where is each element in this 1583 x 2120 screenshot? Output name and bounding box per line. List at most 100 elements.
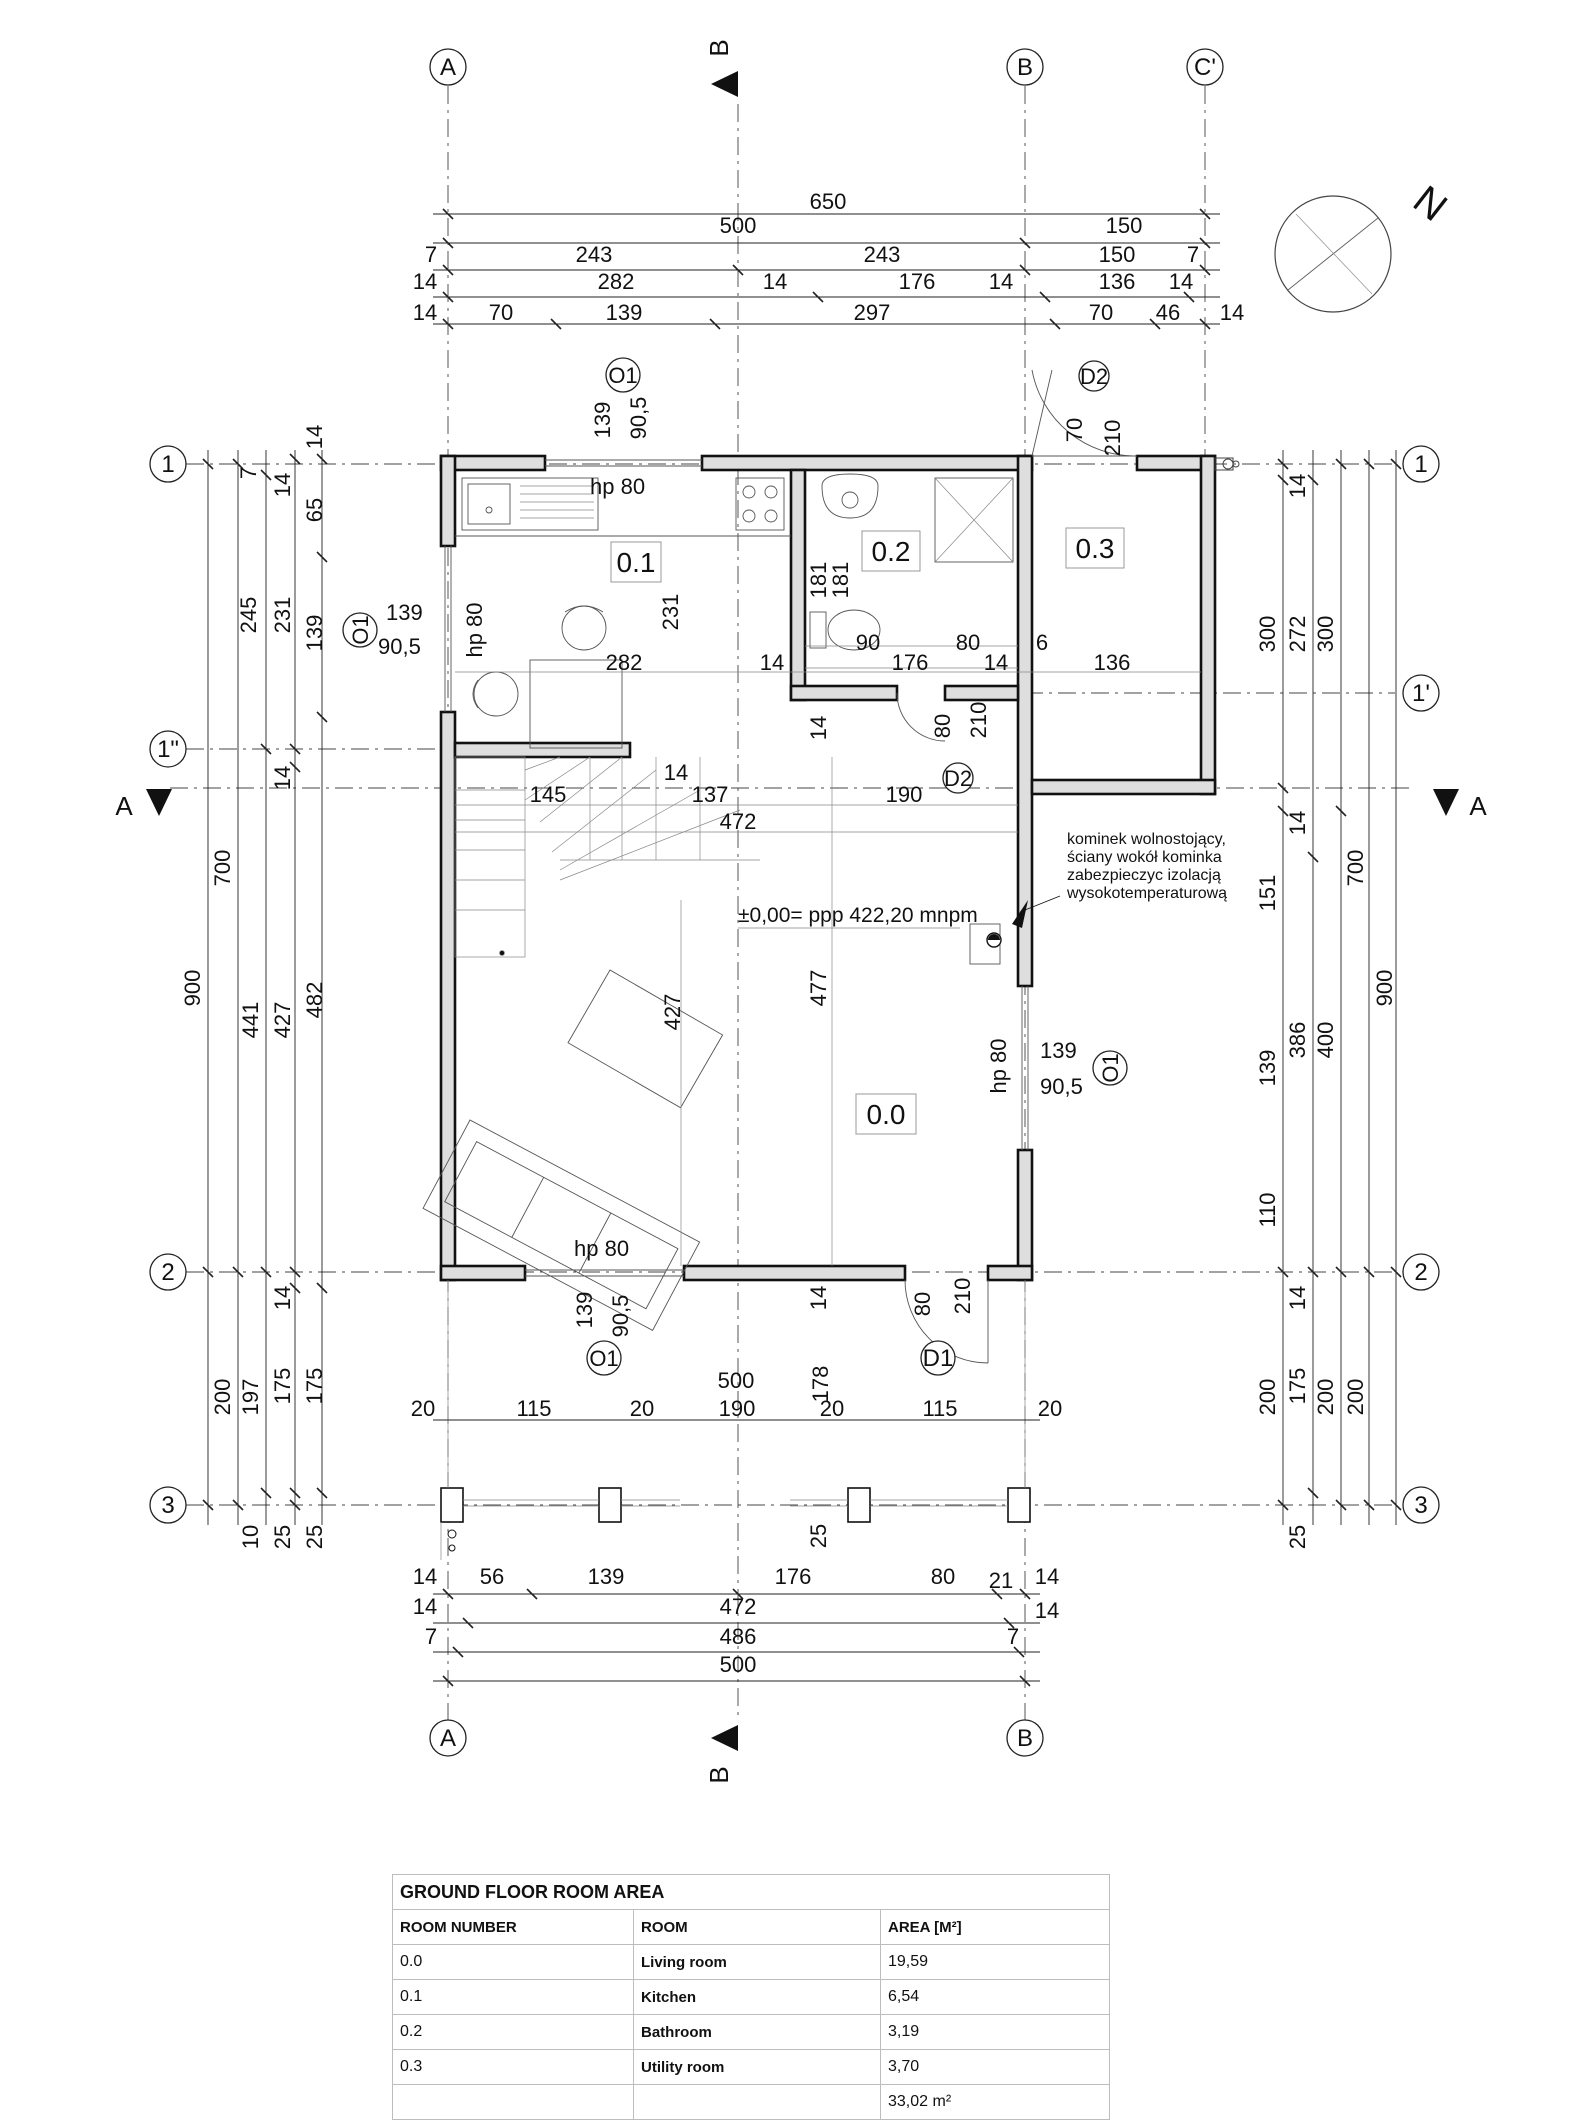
table-row: 0.1 Kitchen 6,54 bbox=[392, 1979, 1110, 2015]
room-label-0-3: 0.3 bbox=[1065, 527, 1125, 569]
axis-label: 2 bbox=[161, 1259, 174, 1286]
dim-text: 700 bbox=[1343, 850, 1368, 887]
dim-text: 272 bbox=[1285, 616, 1310, 653]
axis-label: 3 bbox=[161, 1492, 174, 1519]
hp-label: hp 80 bbox=[590, 474, 645, 499]
dim-text: 115 bbox=[922, 1396, 957, 1421]
axis-bubble-c-prime-top: C' bbox=[1186, 48, 1224, 86]
axis-bubble-2-right: 2 bbox=[1402, 1253, 1440, 1291]
section-marker-a-left: A bbox=[115, 789, 172, 821]
dim-text: 14 bbox=[664, 760, 688, 785]
label-text: O1 bbox=[1098, 1053, 1123, 1082]
dim-text: 70 bbox=[1062, 418, 1087, 442]
dim-text: 200 bbox=[1313, 1379, 1338, 1416]
dim-text: 386 bbox=[1285, 1022, 1310, 1059]
dim-text: 65 bbox=[302, 498, 327, 522]
dim-text: 20 bbox=[1038, 1396, 1062, 1421]
dim-text: 176 bbox=[892, 650, 929, 675]
label-text: O1 bbox=[348, 615, 373, 644]
opening-labels: O1 139 90,5 hp 80 O1 139 90,5 hp 80 O1 1… bbox=[342, 357, 1128, 1376]
dim-text: 115 bbox=[516, 1396, 551, 1421]
dim-text: 200 bbox=[1343, 1379, 1368, 1416]
fireplace-marker bbox=[986, 895, 1061, 948]
dim-text: 151 bbox=[1255, 875, 1280, 912]
dim-text: 14 bbox=[1285, 1286, 1310, 1310]
dim-text: 25 bbox=[1285, 1525, 1310, 1549]
dim-text: 139 bbox=[1255, 1050, 1280, 1087]
opening-tag-o1-bottom: O1 bbox=[586, 1340, 622, 1376]
dim-text: 282 bbox=[598, 269, 635, 294]
axis-bubbles: A B C' A B 1 1 1' 1" 2 2 3 3 bbox=[149, 48, 1440, 1757]
notes: ±0,00= ppp 422,20 mnpm kominek wolnostoj… bbox=[738, 831, 1227, 929]
section-label: B bbox=[704, 1766, 734, 1783]
dim-text: 472 bbox=[720, 809, 757, 834]
dim-text: 427 bbox=[660, 994, 685, 1031]
dim-text: 14 bbox=[989, 269, 1013, 294]
dim-text: 210 bbox=[1100, 420, 1125, 457]
dim-text: 900 bbox=[1372, 970, 1397, 1007]
grid-axes bbox=[170, 86, 1410, 1720]
dim-text: 20 bbox=[630, 1396, 654, 1421]
dim-text: 7 bbox=[1187, 242, 1199, 267]
north-arrow: N bbox=[1274, 178, 1455, 313]
room-label-0-0: 0.0 bbox=[855, 1093, 917, 1135]
dim-text: 14 bbox=[1220, 300, 1244, 325]
dim-text: 178 bbox=[808, 1366, 833, 1403]
axis-label: B bbox=[1017, 1725, 1033, 1752]
dim-text: 80 bbox=[930, 714, 955, 738]
dim-text: 20 bbox=[411, 1396, 435, 1421]
hp-label: hp 80 bbox=[574, 1236, 629, 1261]
kitchen-fixtures bbox=[455, 477, 791, 749]
fireplace-note-line: kominek wolnostojący, bbox=[1067, 831, 1226, 848]
label-text: D1 bbox=[923, 1345, 954, 1372]
dim-text: 200 bbox=[1255, 1379, 1280, 1416]
dim-text: 14 bbox=[1285, 811, 1310, 835]
dim-text: 10 bbox=[238, 1525, 263, 1549]
section-label: B bbox=[704, 39, 734, 56]
dim-text: 900 bbox=[180, 970, 205, 1007]
dim-text: 176 bbox=[775, 1564, 812, 1589]
dim-text: 80 bbox=[956, 630, 980, 655]
dim-text: 14 bbox=[413, 1594, 437, 1619]
total-area-cell: 33,02 m² bbox=[880, 2084, 1110, 2120]
axis-label: B bbox=[1017, 54, 1033, 81]
axis-label: 1 bbox=[1414, 451, 1427, 478]
axis-bubble-1-right: 1 bbox=[1402, 445, 1440, 483]
dim-text: 80 bbox=[910, 1292, 935, 1316]
dim-text: 20 bbox=[820, 1396, 844, 1421]
dim-text: 300 bbox=[1255, 616, 1280, 653]
section-label: A bbox=[115, 791, 133, 821]
dim-text: 650 bbox=[810, 189, 847, 214]
room-number-cell: 0.1 bbox=[392, 1979, 634, 2015]
dim-text: 90,5 bbox=[378, 634, 421, 659]
dim-text: 7 bbox=[236, 467, 261, 479]
dim-text: 139 bbox=[302, 615, 327, 652]
dim-text: 472 bbox=[720, 1594, 757, 1619]
dim-text: 90,5 bbox=[1040, 1074, 1083, 1099]
dim-text: 477 bbox=[806, 970, 831, 1007]
axis-bubble-b-bottom: B bbox=[1006, 1719, 1044, 1757]
dim-text: 175 bbox=[270, 1368, 295, 1405]
column-header: ROOM NUMBER bbox=[392, 1909, 634, 1945]
room-name-cell: Bathroom bbox=[633, 2014, 881, 2050]
door-tag-d1: D1 bbox=[920, 1340, 956, 1376]
dim-text: 46 bbox=[1156, 300, 1180, 325]
dim-text: 427 bbox=[270, 1002, 295, 1039]
section-marker-a-right: A bbox=[1433, 789, 1487, 821]
dim-text: 190 bbox=[886, 782, 923, 807]
interior-dimensions: 282 14 176 14 136 231 181 181 90 80 6 14… bbox=[411, 562, 1201, 1548]
room-name-cell: Living room bbox=[633, 1944, 881, 1980]
downpipe-detail bbox=[1214, 457, 1240, 471]
dim-text: 90 bbox=[856, 630, 880, 655]
door-tag-d2-top: D2 bbox=[1078, 360, 1110, 392]
dim-text: 14 bbox=[413, 300, 437, 325]
axis-label: 1' bbox=[1412, 680, 1430, 707]
label-text: 0.1 bbox=[617, 547, 656, 578]
room-labels: 0.1 0.2 0.3 0.0 bbox=[610, 527, 1125, 1135]
column-header: AREA [M²] bbox=[880, 1909, 1110, 1945]
room-number-cell: 0.0 bbox=[392, 1944, 634, 1980]
dim-text: 243 bbox=[864, 242, 901, 267]
axis-bubble-3-left: 3 bbox=[149, 1486, 187, 1524]
table-row: 0.0 Living room 19,59 bbox=[392, 1944, 1110, 1980]
dim-text: 190 bbox=[719, 1396, 756, 1421]
